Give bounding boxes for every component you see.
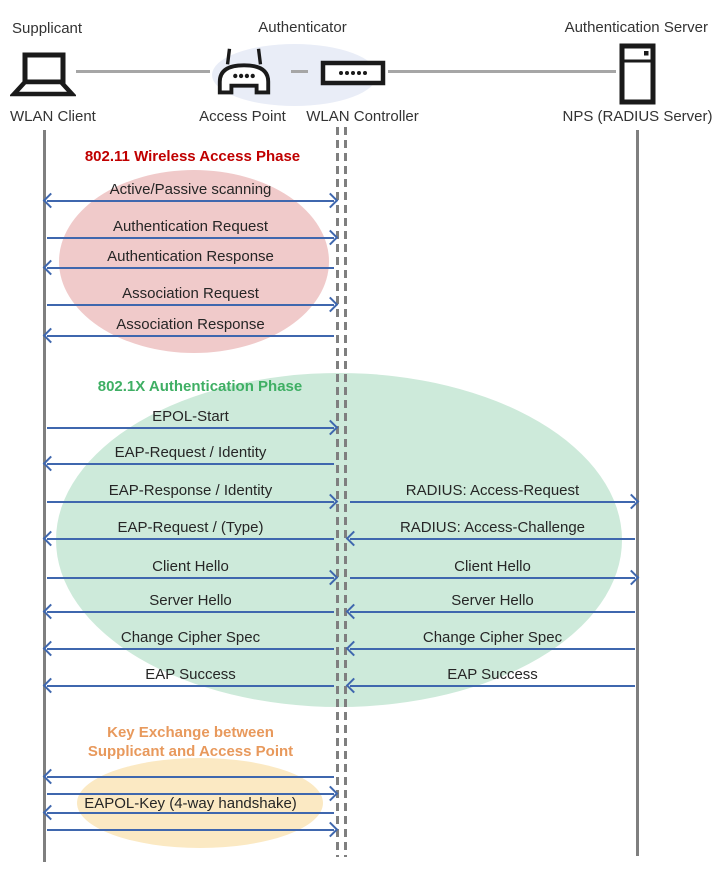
message-arrow-left bbox=[345, 530, 635, 547]
message-arrow-right bbox=[47, 785, 339, 802]
message-arrow-both bbox=[42, 192, 339, 209]
message-arrow-left bbox=[345, 677, 635, 694]
message-arrow-left bbox=[42, 530, 334, 547]
message-arrow-right bbox=[47, 419, 339, 436]
message-arrow-right bbox=[47, 296, 339, 313]
message-label: EAP-Request / (Type) bbox=[117, 519, 264, 536]
role-authentication-server: Authentication Server bbox=[564, 19, 708, 36]
lifeline-wlan-controller-outer bbox=[336, 127, 339, 857]
message-arrow-left bbox=[42, 603, 334, 620]
message-label: Association Response bbox=[116, 316, 265, 333]
message-arrow-right bbox=[350, 569, 640, 586]
message-label: Active/Passive scanning bbox=[109, 181, 272, 198]
inline-message-label: EAPOL-Key (4-way handshake) bbox=[84, 795, 297, 812]
phase3-title-line2: Supplicant and Access Point bbox=[87, 743, 294, 760]
message-arrow-right bbox=[350, 493, 640, 510]
message-label: EAP-Request / Identity bbox=[114, 444, 267, 461]
message-arrow-right bbox=[47, 821, 339, 838]
connector-line-left bbox=[76, 70, 210, 73]
message-arrow-right bbox=[47, 229, 339, 246]
message-arrow-left bbox=[42, 804, 334, 821]
message-arrow-left bbox=[42, 455, 334, 472]
phase2-title: 802.1X Authentication Phase bbox=[97, 378, 303, 395]
message-label: EAP-Response / Identity bbox=[108, 482, 273, 499]
lifeline-wlan-controller-inner bbox=[344, 127, 347, 857]
device-label-wlan-client: WLAN Client bbox=[10, 108, 96, 125]
role-authenticator: Authenticator bbox=[258, 19, 347, 36]
lifeline-nps-server bbox=[636, 130, 639, 856]
message-arrow-left bbox=[345, 640, 635, 657]
message-arrow-right bbox=[47, 493, 339, 510]
access-point-icon bbox=[217, 48, 271, 95]
device-label-wlan-controller: WLAN Controller bbox=[306, 108, 419, 125]
message-arrow-left bbox=[42, 768, 334, 785]
device-label-access-point: Access Point bbox=[199, 108, 286, 125]
server-icon bbox=[619, 43, 656, 105]
message-arrow-left bbox=[42, 259, 334, 276]
phase3-title-line1: Key Exchange between bbox=[107, 724, 274, 741]
message-label: Server Hello bbox=[149, 592, 232, 609]
message-arrow-left bbox=[42, 327, 334, 344]
message-arrow-left bbox=[345, 603, 635, 620]
message-label: Change Cipher Spec bbox=[120, 629, 261, 646]
phase1-title: 802.11 Wireless Access Phase bbox=[84, 148, 301, 165]
message-label: EAP Success bbox=[145, 666, 236, 683]
message-arrow-left bbox=[42, 677, 334, 694]
role-supplicant: Supplicant bbox=[12, 20, 83, 37]
message-arrow-right bbox=[47, 569, 339, 586]
phase3-title: Key Exchange between Supplicant and Acce… bbox=[48, 723, 333, 761]
message-arrow-left bbox=[42, 640, 334, 657]
message-label: Authentication Request bbox=[112, 218, 269, 235]
message-label: EPOL-Start bbox=[152, 408, 229, 425]
message-label: Client Hello bbox=[454, 558, 531, 575]
message-label: Server Hello bbox=[451, 592, 534, 609]
message-label: EAP Success bbox=[447, 666, 538, 683]
message-label: Authentication Response bbox=[107, 248, 274, 265]
wlan-controller-icon bbox=[320, 60, 386, 86]
message-label: RADIUS: Access-Challenge bbox=[399, 519, 586, 536]
message-label: Change Cipher Spec bbox=[422, 629, 563, 646]
message-label: Association Request bbox=[122, 285, 259, 302]
connector-line-right bbox=[388, 70, 616, 73]
connector-dash-mid bbox=[291, 70, 308, 73]
laptop-icon bbox=[10, 52, 76, 97]
message-label: Client Hello bbox=[152, 558, 229, 575]
message-label: RADIUS: Access-Request bbox=[405, 482, 580, 499]
lifeline-wlan-client bbox=[43, 130, 46, 862]
device-label-nps: NPS (RADIUS Server) bbox=[562, 108, 713, 125]
phase3-ellipse bbox=[77, 758, 323, 848]
